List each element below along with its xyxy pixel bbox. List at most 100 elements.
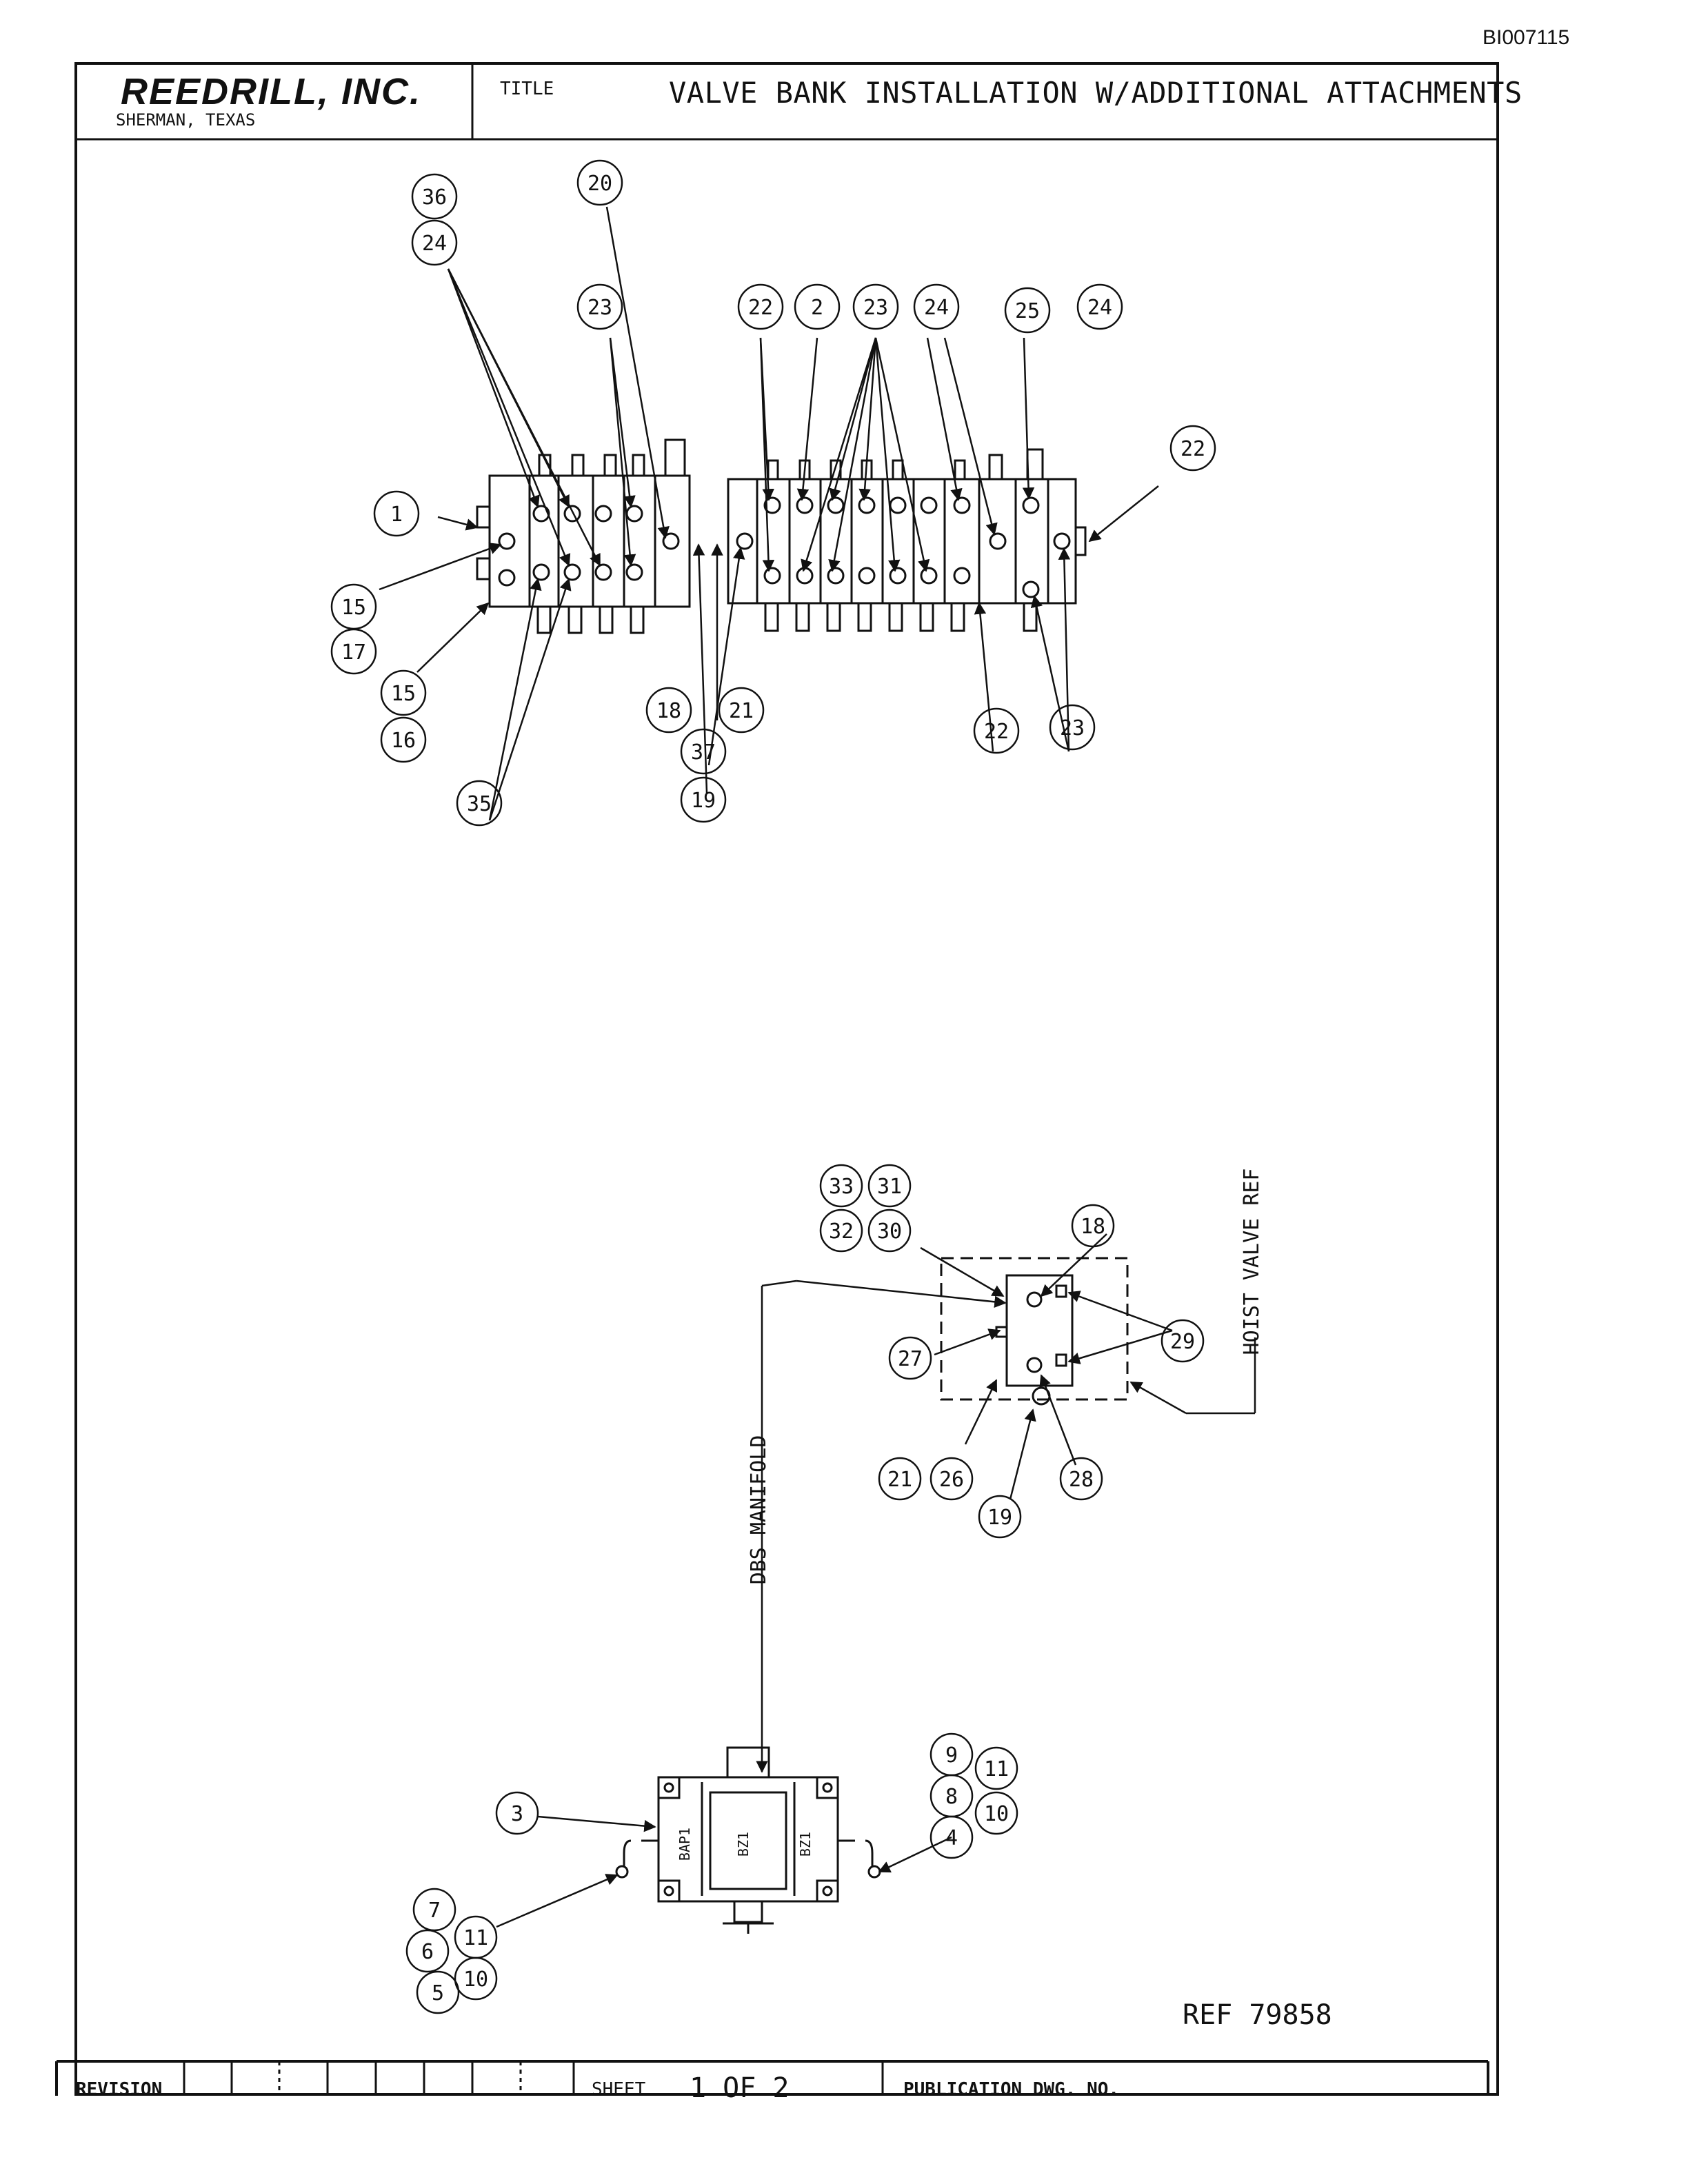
balloon-label: 35 bbox=[467, 792, 492, 816]
balloon-10: 10 bbox=[454, 1957, 498, 2001]
balloon-11: 11 bbox=[974, 1746, 1018, 1790]
balloon-22: 22 bbox=[973, 707, 1020, 754]
revision-label: REVISION bbox=[76, 2079, 163, 2100]
valve-bank-left bbox=[476, 438, 691, 634]
balloon-label: 24 bbox=[1087, 296, 1112, 320]
balloon-label: 22 bbox=[1180, 437, 1205, 461]
drawing-title: VALVE BANK INSTALLATION W/ADDITIONAL ATT… bbox=[669, 76, 1523, 110]
balloon-label: 20 bbox=[587, 172, 612, 196]
balloon-label: 6 bbox=[421, 1940, 434, 1964]
balloon-label: 26 bbox=[939, 1468, 964, 1492]
balloon-6: 6 bbox=[405, 1929, 450, 1973]
balloon-29: 29 bbox=[1160, 1319, 1205, 1363]
publication-label: PUBLICATION DWG. NO. bbox=[903, 2079, 1120, 2100]
balloon-label: 18 bbox=[656, 699, 681, 723]
balloon-23: 23 bbox=[1049, 704, 1096, 751]
balloon-label: 19 bbox=[691, 789, 716, 813]
balloon-15: 15 bbox=[380, 669, 427, 716]
balloon-1: 1 bbox=[373, 490, 420, 537]
sheet-number: 1 OF 2 bbox=[690, 2072, 790, 2104]
title-label: TITLE bbox=[500, 79, 554, 99]
balloon-label: 17 bbox=[341, 640, 366, 665]
sheet-label: SHEET bbox=[592, 2079, 646, 2100]
balloon-20: 20 bbox=[576, 159, 623, 206]
balloon-35: 35 bbox=[456, 780, 503, 827]
plate-label-left: BAP1 bbox=[676, 1828, 693, 1861]
balloon-28: 28 bbox=[1059, 1457, 1103, 1501]
balloon-25: 25 bbox=[1004, 287, 1051, 334]
company-location: SHERMAN, TEXAS bbox=[116, 110, 256, 130]
balloon-8: 8 bbox=[930, 1774, 974, 1818]
balloon-label: 37 bbox=[691, 740, 716, 765]
balloon-15: 15 bbox=[330, 583, 377, 630]
balloon-26: 26 bbox=[930, 1457, 974, 1501]
balloon-33: 33 bbox=[819, 1164, 863, 1208]
balloon-label: 23 bbox=[1060, 716, 1085, 740]
balloon-label: 31 bbox=[877, 1175, 902, 1199]
balloon-2: 2 bbox=[794, 283, 841, 330]
balloon-label: 5 bbox=[432, 1981, 444, 2005]
balloon-21: 21 bbox=[878, 1457, 922, 1501]
plate-label-right: BZ1 bbox=[797, 1832, 814, 1857]
balloon-18: 18 bbox=[645, 687, 692, 734]
balloon-22: 22 bbox=[737, 283, 784, 330]
balloon-4: 4 bbox=[930, 1815, 974, 1859]
document-id: BI007115 bbox=[1483, 26, 1570, 49]
balloon-27: 27 bbox=[888, 1336, 932, 1380]
balloon-label: 3 bbox=[511, 1802, 523, 1826]
balloon-9: 9 bbox=[930, 1732, 974, 1777]
balloon-24: 24 bbox=[411, 219, 458, 266]
reference-number: REF 79858 bbox=[1183, 1999, 1332, 2031]
balloon-16: 16 bbox=[380, 716, 427, 763]
balloon-24: 24 bbox=[1076, 283, 1123, 330]
balloon-label: 22 bbox=[984, 720, 1009, 744]
balloon-31: 31 bbox=[867, 1164, 912, 1208]
balloon-17: 17 bbox=[330, 628, 377, 675]
balloon-label: 10 bbox=[984, 1802, 1009, 1826]
balloon-label: 18 bbox=[1081, 1215, 1105, 1239]
balloon-label: 23 bbox=[863, 296, 888, 320]
valve-bank-right bbox=[727, 448, 1087, 632]
balloon-label: 25 bbox=[1015, 299, 1040, 323]
sheet-border bbox=[55, 62, 1499, 2096]
hoist-manifold bbox=[940, 1257, 1129, 1406]
balloon-11: 11 bbox=[454, 1915, 498, 1959]
balloon-23: 23 bbox=[852, 283, 899, 330]
balloon-label: 10 bbox=[463, 1968, 488, 1992]
balloon-19: 19 bbox=[680, 776, 727, 823]
plate-label-middle: BZ1 bbox=[735, 1832, 752, 1857]
valve-bank-leaders bbox=[379, 206, 1159, 821]
balloon-label: 29 bbox=[1170, 1330, 1195, 1354]
balloon-5: 5 bbox=[416, 1970, 460, 2014]
balloon-label: 11 bbox=[984, 1757, 1009, 1781]
balloon-23: 23 bbox=[576, 283, 623, 330]
balloon-label: 9 bbox=[945, 1743, 958, 1768]
balloon-label: 33 bbox=[829, 1175, 854, 1199]
balloon-label: 21 bbox=[887, 1468, 912, 1492]
company-name: REEDRILL, INC. bbox=[121, 71, 422, 112]
balloons: 36 24 20 23 22 2 23 24 25 24 22 1 15 17 … bbox=[330, 159, 1216, 2014]
balloon-37: 37 bbox=[680, 728, 727, 775]
manifold-leaders bbox=[761, 1233, 1256, 1500]
balloon-label: 24 bbox=[924, 296, 949, 320]
balloon-label: 7 bbox=[428, 1899, 441, 1923]
dbs-manifold-label: DBS MANIFOLD bbox=[747, 1435, 771, 1585]
balloon-label: 1 bbox=[390, 503, 403, 527]
balloon-label: 28 bbox=[1069, 1468, 1094, 1492]
balloon-32: 32 bbox=[819, 1209, 863, 1253]
balloon-19: 19 bbox=[978, 1495, 1022, 1539]
balloon-label: 30 bbox=[877, 1220, 902, 1244]
balloon-label: 36 bbox=[422, 185, 447, 210]
balloon-36: 36 bbox=[411, 173, 458, 220]
hoist-valve-ref-label: HOIST VALVE REF bbox=[1240, 1169, 1264, 1355]
balloon-label: 27 bbox=[898, 1347, 923, 1371]
balloon-30: 30 bbox=[867, 1209, 912, 1253]
balloon-18: 18 bbox=[1071, 1204, 1115, 1248]
balloon-label: 24 bbox=[422, 232, 447, 256]
balloon-label: 15 bbox=[341, 596, 366, 620]
balloon-10: 10 bbox=[974, 1791, 1018, 1835]
balloon-21: 21 bbox=[718, 687, 765, 734]
dbs-valve-unit bbox=[615, 1746, 881, 1934]
balloon-label: 15 bbox=[391, 682, 416, 706]
balloon-label: 32 bbox=[829, 1220, 854, 1244]
